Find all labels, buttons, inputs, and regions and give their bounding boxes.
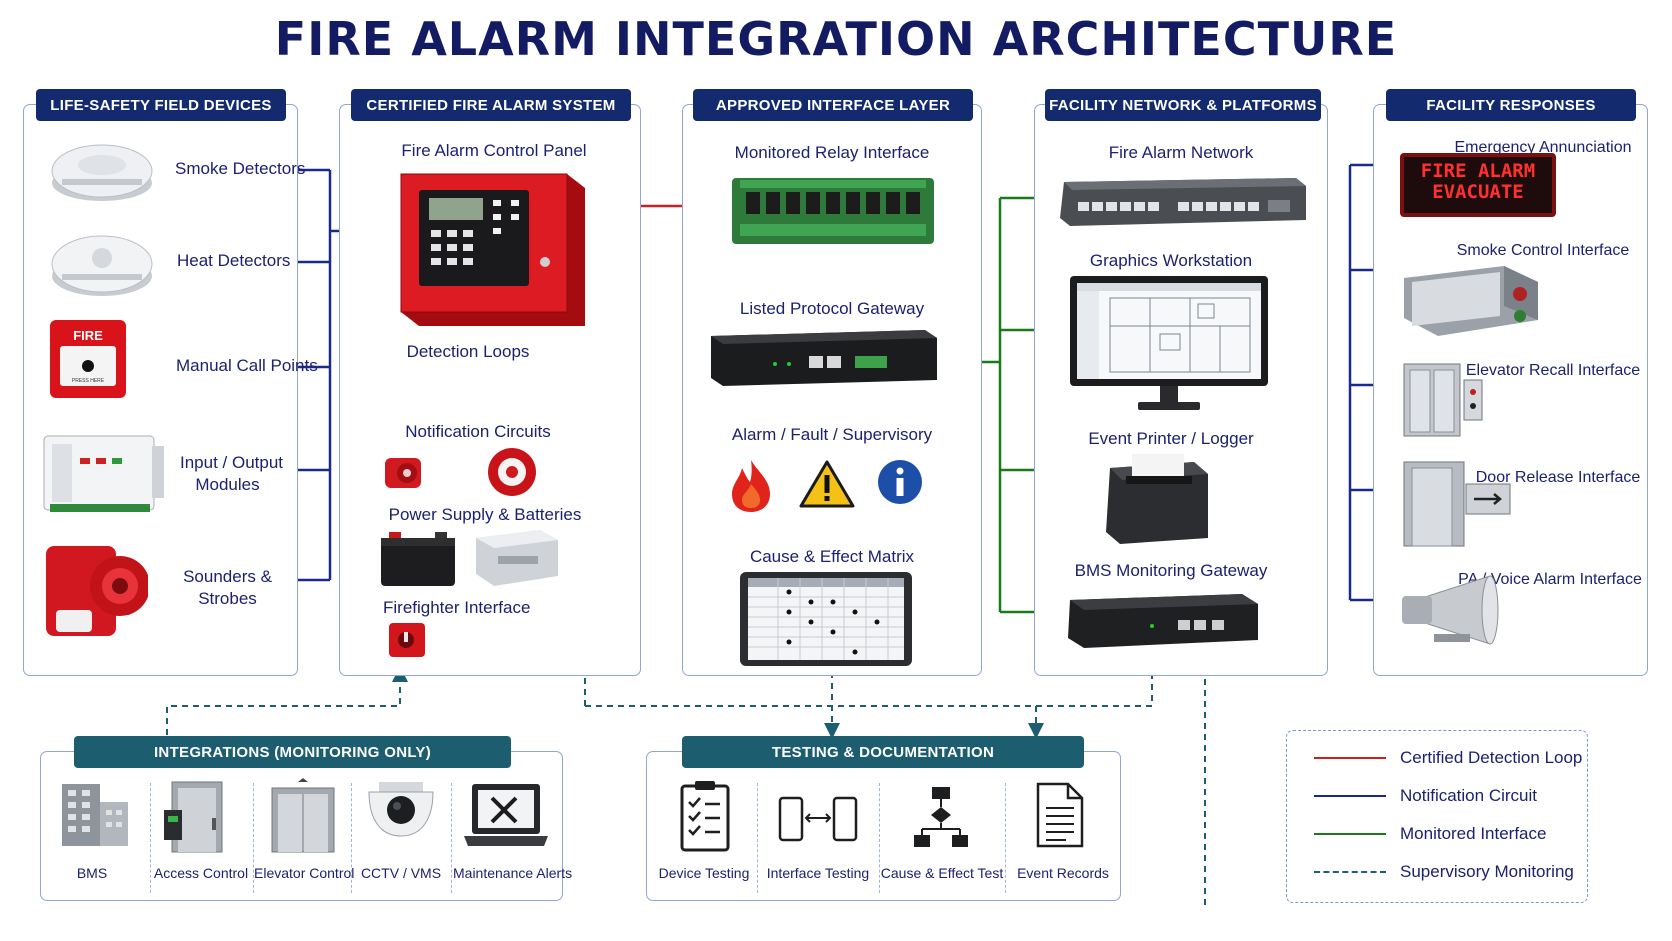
elevator-recall-interface-label: Elevator Recall Interface [1465, 362, 1641, 379]
protocol-gateway-icon [711, 330, 937, 386]
legend-label-notification-circuit: Notification Circuit [1400, 786, 1537, 805]
flowchart-icon [914, 787, 968, 847]
fire-alarm-control-panel-label: Fire Alarm Control Panel [401, 141, 587, 160]
smoke-detector-icon [51, 144, 153, 201]
fire-alarm-network-label: Fire Alarm Network [1108, 143, 1254, 162]
cause-effect-matrix-label: Cause & Effect Matrix [749, 547, 915, 566]
event-records-icon [1036, 782, 1084, 848]
notification-bell-icon [488, 448, 536, 496]
legend-label-certified-detection-loop: Certified Detection Loop [1400, 748, 1583, 767]
field-devices-panel: LIFE-SAFETY FIELD DEVICES [23, 89, 298, 676]
call-point-subtext: PRESS HERE [72, 378, 105, 384]
pa-voice-alarm-interface-label: PA / Voice Alarm Interface [1458, 571, 1642, 588]
flame-icon [732, 460, 770, 512]
fire-alarm-system-title: CERTIFIED FIRE ALARM SYSTEM [351, 89, 631, 121]
legend-swatch-green [1314, 833, 1386, 835]
integration-cctv-vms-label: CCTV / VMS [360, 865, 442, 881]
smoke-control-interface-label: Smoke Control Interface [1456, 242, 1630, 259]
field-item-heat-detectors: Heat Detectors [177, 251, 291, 270]
sounder-strobe-icon [46, 546, 148, 636]
testing-event-records-label: Event Records [1017, 865, 1109, 881]
elevator-icon [1403, 363, 1483, 437]
detection-loops-label: Detection Loops [406, 342, 530, 361]
integration-maintenance-alerts-label: Maintenance Alerts [453, 865, 573, 881]
power-supply-icon [476, 530, 558, 586]
door-icon [1403, 461, 1511, 547]
battery-icon [381, 532, 455, 586]
info-icon [878, 460, 922, 504]
gateway-box-icon [1068, 594, 1258, 648]
legend-label-supervisory-monitoring: Supervisory Monitoring [1400, 862, 1574, 881]
legend-label-monitored-interface: Monitored Interface [1400, 824, 1547, 843]
integration-bms-label: BMS [76, 865, 108, 881]
graphics-workstation-label: Graphics Workstation [1089, 251, 1253, 270]
legend-swatch-dashed [1314, 871, 1386, 873]
field-devices-title: LIFE-SAFETY FIELD DEVICES [36, 89, 286, 121]
interface-layer-title: APPROVED INTERFACE LAYER [693, 89, 973, 121]
testing-cause-effect-test-label: Cause & Effect Test [880, 865, 1004, 881]
matrix-screen-icon [740, 572, 912, 666]
heat-detector-icon [51, 235, 153, 296]
horn-speaker-icon [1402, 575, 1499, 645]
call-point-text: FIRE [73, 328, 103, 343]
firefighter-interface-icon [389, 623, 425, 657]
testing-interface-testing-label: Interface Testing [766, 865, 870, 881]
field-item-sounders-strobes: Sounders & Strobes [183, 567, 272, 609]
legend-monitored-interface: Monitored Interface [1314, 824, 1546, 844]
door-release-interface-label: Door Release Interface [1475, 469, 1641, 486]
cctv-icon [368, 782, 434, 837]
alarm-fault-supervisory-label: Alarm / Fault / Supervisory [731, 425, 933, 444]
relay-board-icon [732, 178, 934, 244]
legend-notification-circuit: Notification Circuit [1314, 786, 1537, 806]
legend-certified-detection-loop: Certified Detection Loop [1314, 748, 1582, 768]
access-control-icon [164, 781, 223, 853]
bms-building-icon [62, 784, 128, 846]
emergency-annunciation-label: Emergency Annunciation [1454, 139, 1632, 156]
printer-icon [1106, 454, 1208, 544]
integrations-title: INTEGRATIONS (MONITORING ONLY) [74, 736, 511, 768]
facility-responses-title: FACILITY RESPONSES [1386, 89, 1636, 121]
network-switch-icon [1060, 178, 1306, 226]
workstation-monitor-icon [1070, 276, 1268, 410]
fire-alarm-control-panel-icon [400, 173, 585, 326]
listed-protocol-gateway-label: Listed Protocol Gateway [739, 299, 925, 318]
monitored-relay-interface-label: Monitored Relay Interface [734, 143, 930, 162]
damper-icon [1404, 266, 1538, 336]
legend-swatch-red [1314, 757, 1386, 759]
clipboard-checklist-icon [680, 781, 730, 852]
power-supply-batteries-label: Power Supply & Batteries [388, 505, 582, 524]
interface-testing-icon [778, 796, 858, 842]
legend-supervisory-monitoring: Supervisory Monitoring [1314, 862, 1574, 882]
maintenance-laptop-icon [464, 784, 548, 846]
integration-elevator-control-label: Elevator Control [254, 865, 355, 881]
event-printer-logger-label: Event Printer / Logger [1088, 429, 1254, 448]
testing-documentation-title: TESTING & DOCUMENTATION [682, 736, 1084, 768]
notification-circuits-label: Notification Circuits [405, 422, 551, 441]
firefighter-interface-label: Firefighter Interface [383, 598, 531, 617]
elevator-control-icon [271, 778, 335, 853]
io-module-icon [43, 435, 164, 512]
notification-sounder-icon [385, 458, 421, 488]
bms-monitoring-gateway-label: BMS Monitoring Gateway [1074, 561, 1268, 580]
evacuate-sign-icon: FIRE ALARM EVACUATE [1400, 153, 1556, 217]
manual-call-point-icon: FIRE PRESS HERE [50, 320, 126, 398]
page-title: FIRE ALARM INTEGRATION ARCHITECTURE [274, 12, 1398, 66]
legend-swatch-blue [1314, 795, 1386, 797]
warning-icon [799, 460, 855, 508]
testing-device-testing-label: Device Testing [658, 865, 750, 881]
field-item-manual-call-points: Manual Call Points [176, 356, 318, 375]
field-item-smoke-detectors: Smoke Detectors [175, 159, 306, 178]
field-item-io-modules: Input / Output Modules [180, 453, 284, 495]
integration-access-control-label: Access Control [153, 865, 249, 881]
network-platforms-title: FACILITY NETWORK & PLATFORMS [1045, 89, 1321, 121]
